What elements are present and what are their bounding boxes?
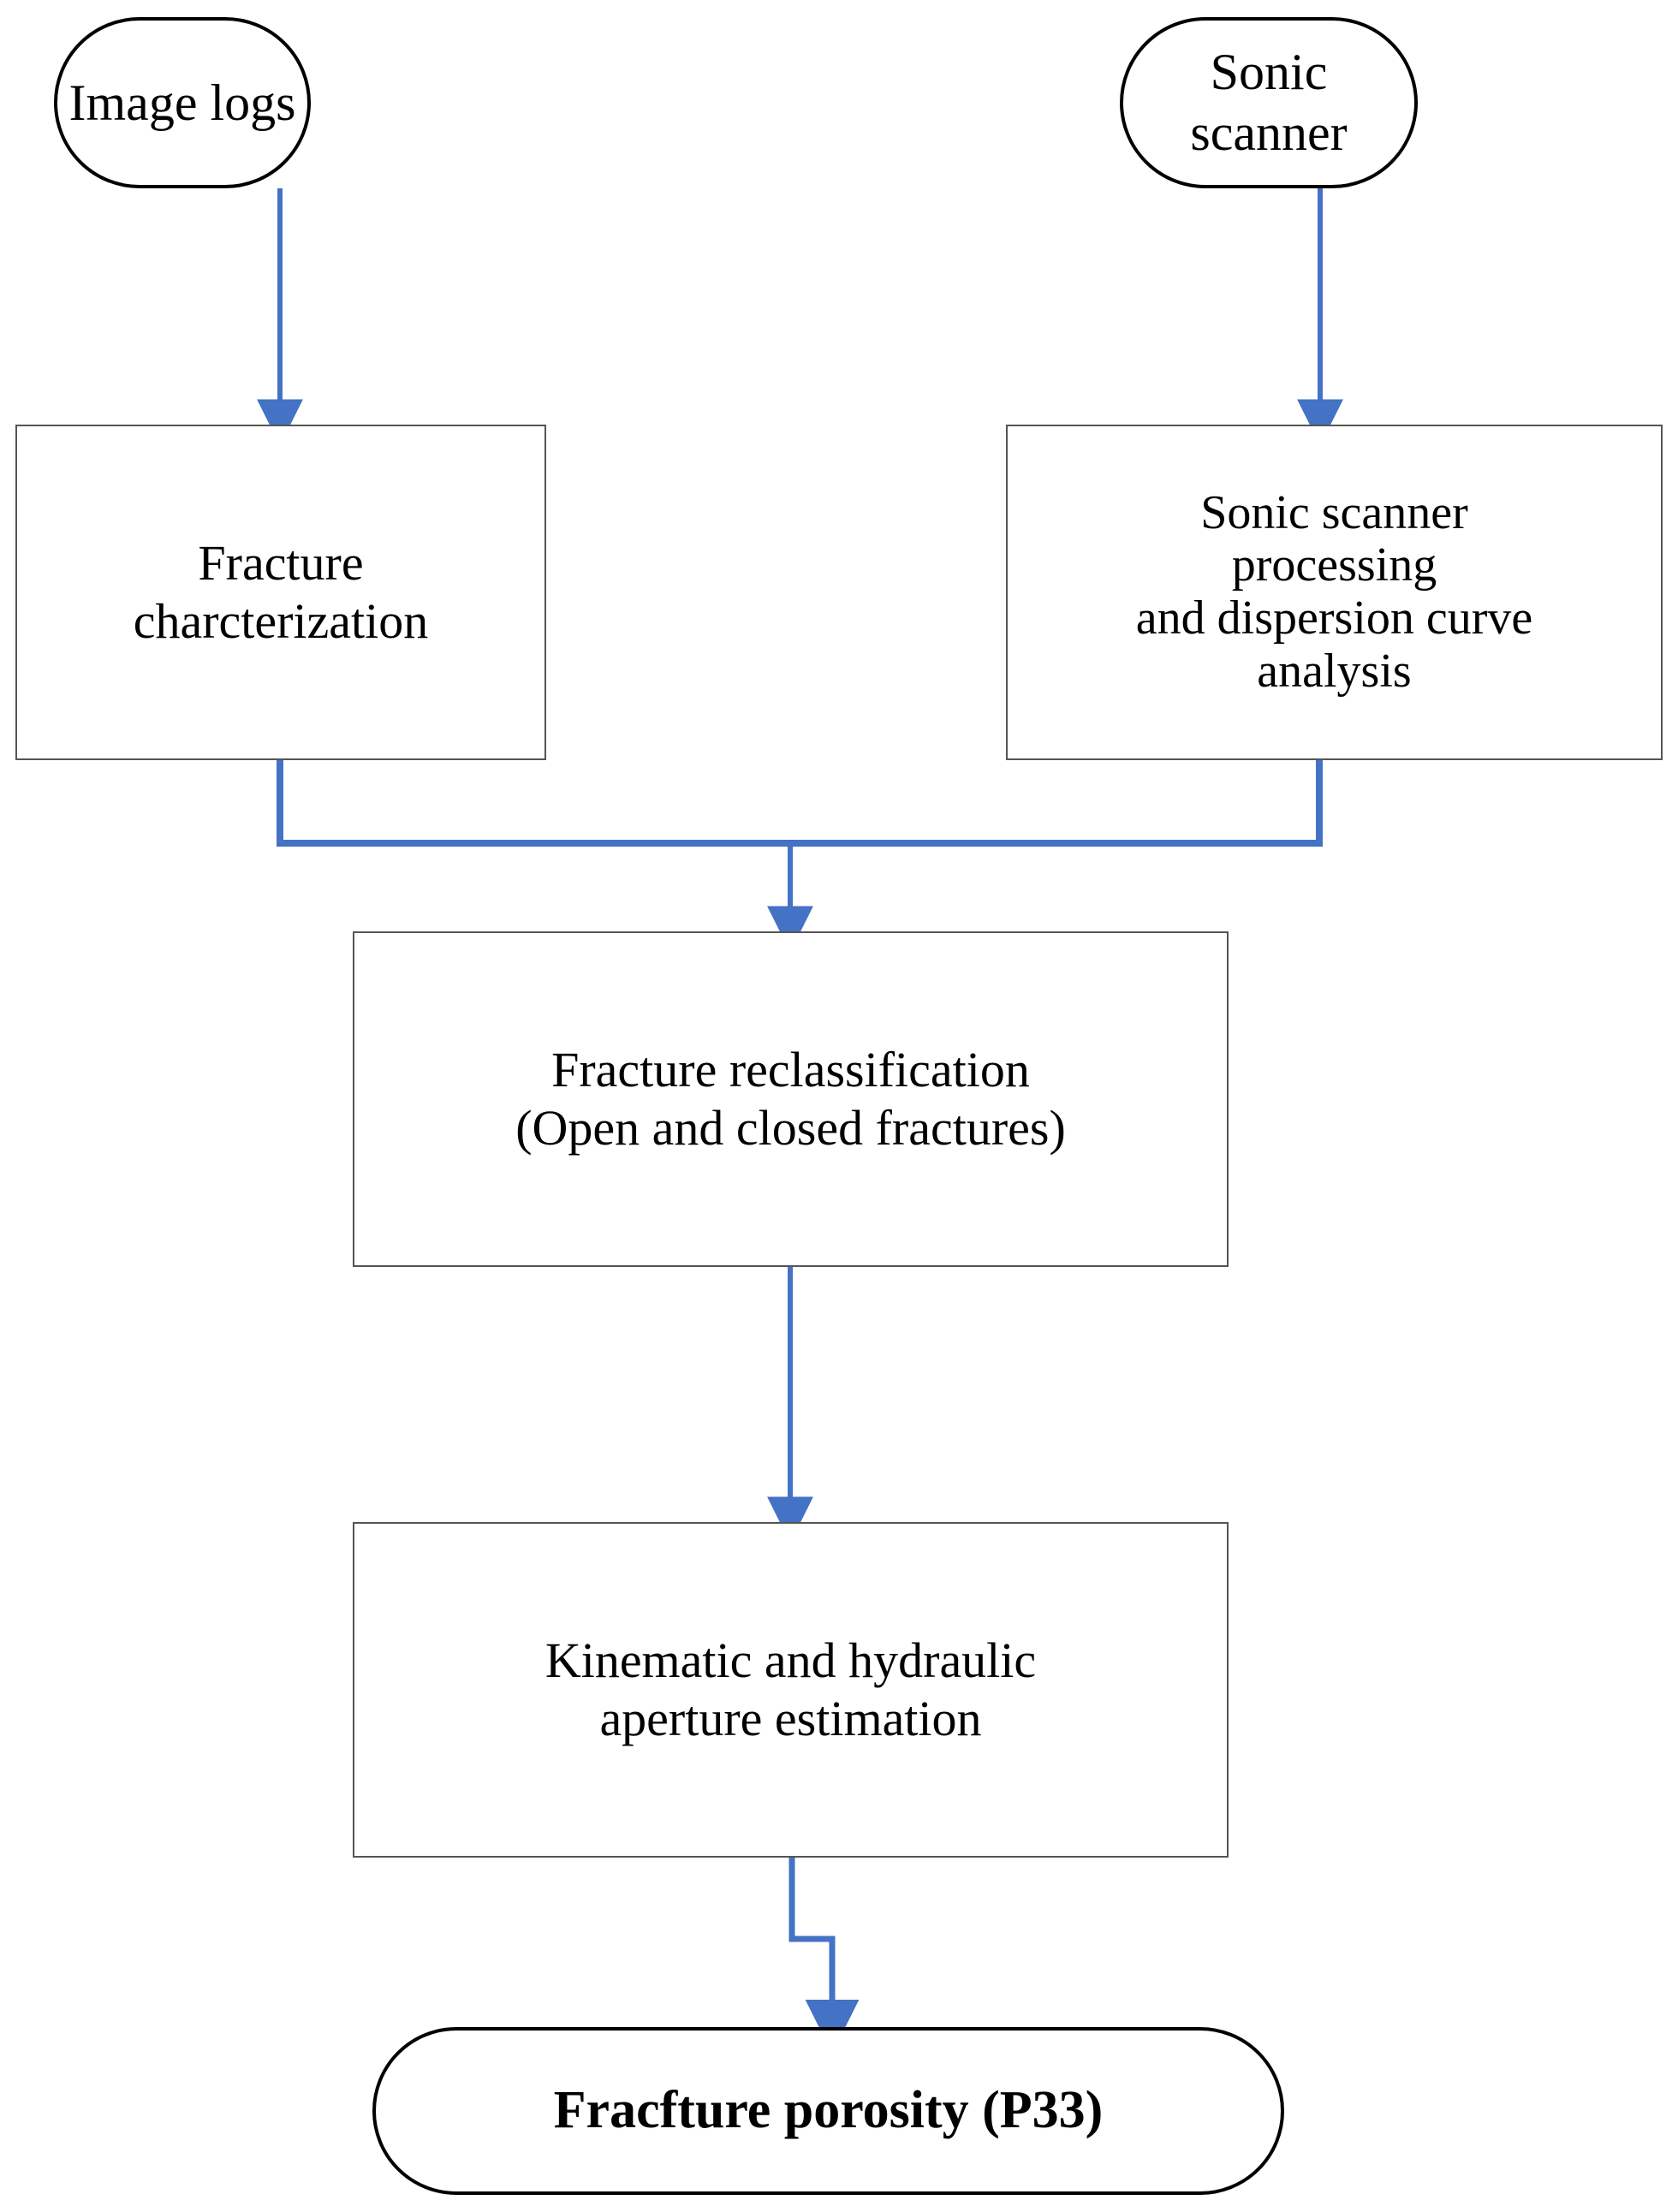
node-fracture-porosity[interactable]: Fracfture porosity (P33) <box>372 2027 1284 2195</box>
node-aperture-estimation[interactable]: Kinematic and hydraulic aperture estimat… <box>353 1522 1229 1858</box>
edge-characterization-to-merge <box>277 760 790 847</box>
edge-aperture-to-porosity <box>788 1858 860 2054</box>
node-fracture-porosity-label: Fracfture porosity (P33) <box>553 2081 1104 2140</box>
node-sonic-scanner[interactable]: Sonic scanner <box>1120 17 1418 188</box>
node-sonic-scanner-label: Sonic scanner <box>1190 44 1348 161</box>
node-aperture-estimation-label: Kinematic and hydraulic aperture estimat… <box>544 1632 1037 1746</box>
node-sonic-scanner-processing[interactable]: Sonic scanner processing and dispersion … <box>1006 425 1663 760</box>
node-fracture-characterization[interactable]: Fracture charcterization <box>15 425 546 760</box>
node-image-logs[interactable]: Image logs <box>54 17 311 188</box>
edge-processing-to-merge <box>790 760 1323 847</box>
node-fracture-reclassification[interactable]: Fracture reclassification (Open and clos… <box>353 931 1229 1267</box>
node-image-logs-label: Image logs <box>68 74 296 131</box>
node-sonic-scanner-processing-label: Sonic scanner processing and dispersion … <box>1135 485 1533 698</box>
node-fracture-reclassification-label: Fracture reclassification (Open and clos… <box>515 1041 1066 1156</box>
node-fracture-characterization-label: Fracture charcterization <box>133 534 429 649</box>
